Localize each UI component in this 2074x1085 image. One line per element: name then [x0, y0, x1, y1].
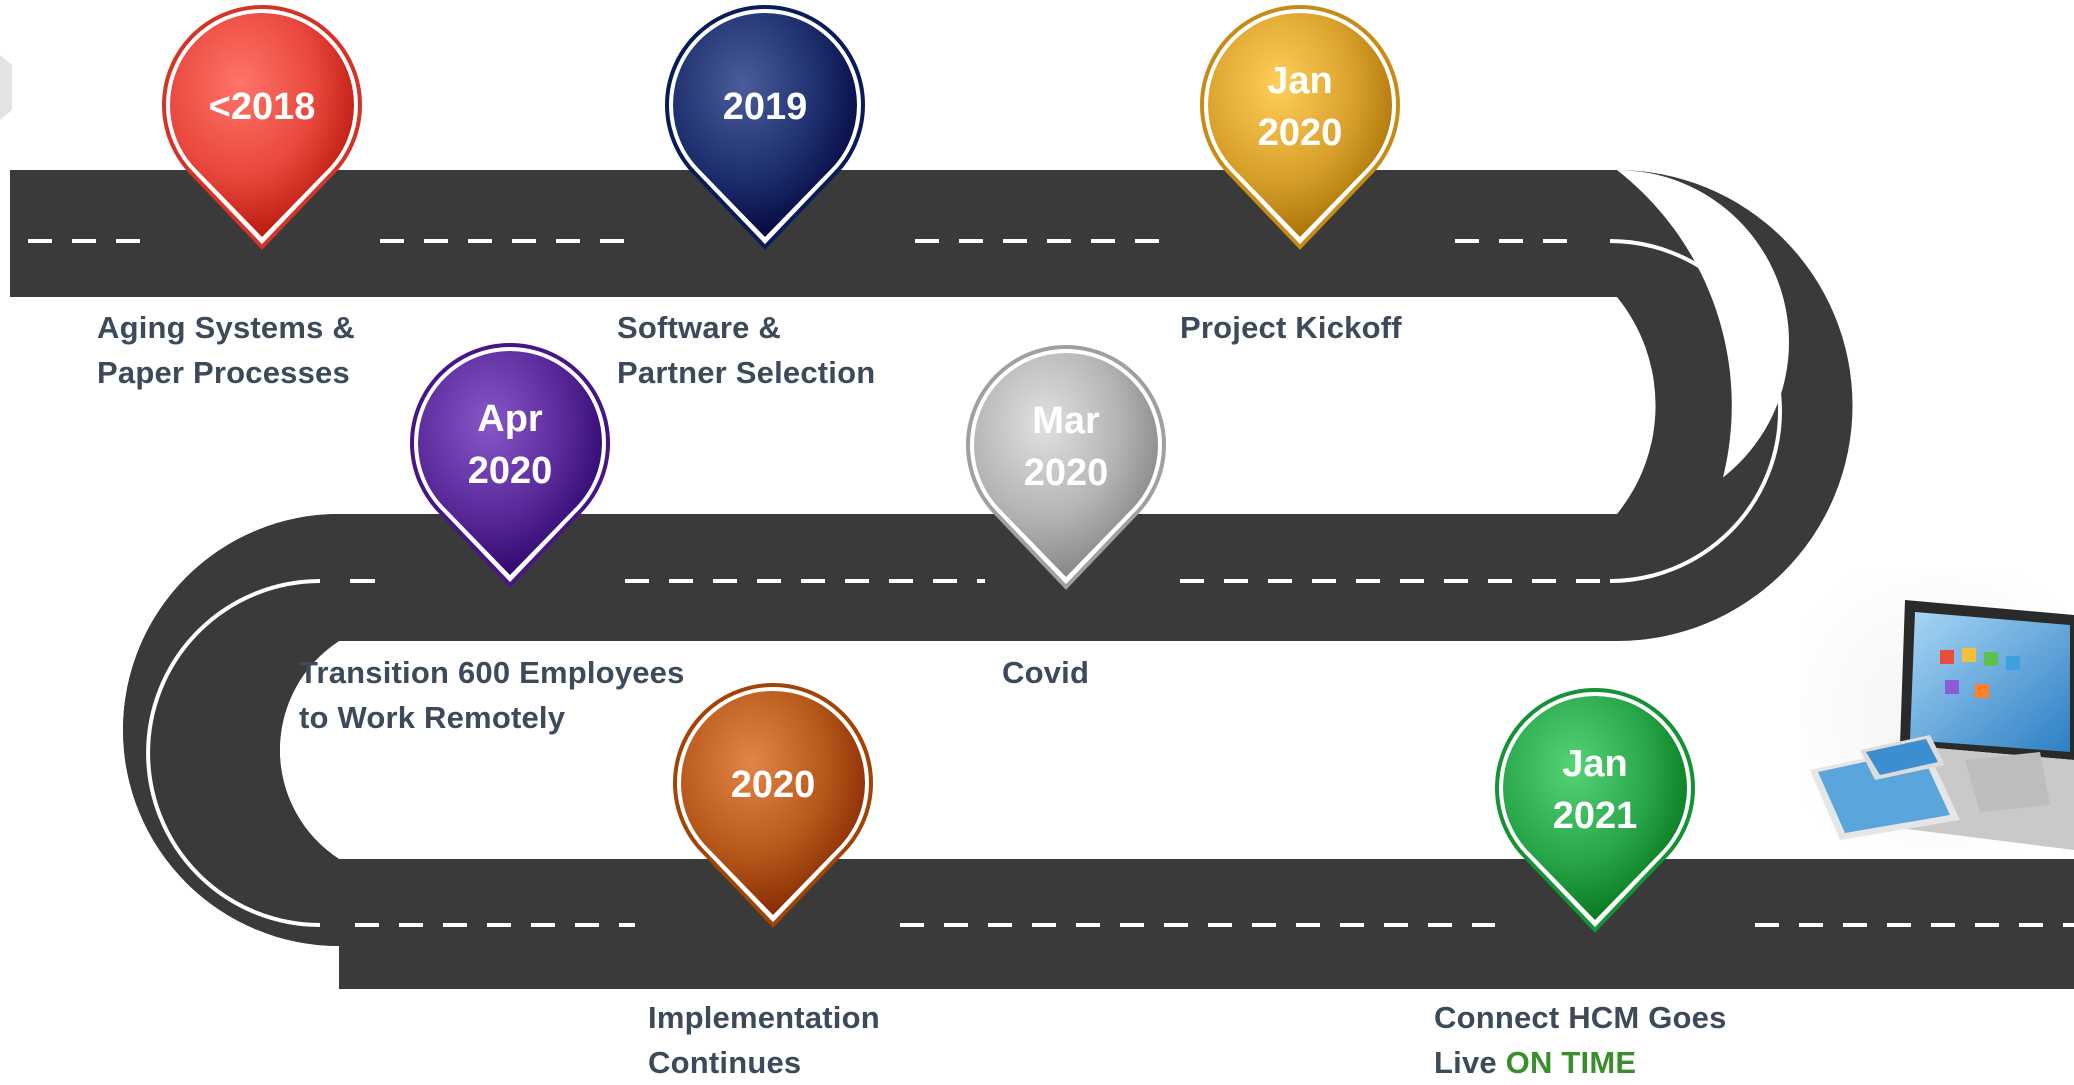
milestone-label-line: Paper Processes [97, 355, 350, 390]
milestone-label-line: Transition 600 Employees [299, 655, 685, 690]
milestone-date: 2019 [723, 86, 808, 128]
milestone-pin-m2018: <2018 [162, 5, 362, 250]
on-time-highlight: ON TIME [1505, 1045, 1637, 1080]
map-pin-body [1208, 12, 1393, 237]
milestone-label-line: Software & [617, 310, 781, 345]
map-pin-body [673, 13, 858, 238]
map-pin-body [170, 13, 354, 238]
milestone-pin-mapr2020: Apr 2020 [410, 343, 610, 588]
milestone-pin-mjan2021: Jan 2021 [1495, 688, 1695, 933]
milestone-label-line: Continues [648, 1045, 802, 1080]
milestone-date: 2021 [1553, 795, 1638, 837]
milestone-label-line: Aging Systems & [97, 310, 355, 345]
milestone-pin-mmar2020: Mar 2020 [966, 345, 1166, 590]
laptop-tablet-phone-icon [1800, 575, 2074, 850]
milestone-label-m2019: Software & Partner Selection [617, 305, 875, 395]
milestone-date: 2020 [731, 764, 816, 806]
milestone-label-mapr2020: Transition 600 Employees to Work Remotely [299, 650, 685, 740]
milestone-label-line: to Work Remotely [299, 700, 566, 735]
milestone-label-line: Covid [1002, 655, 1090, 690]
milestone-date: Jan [1562, 743, 1627, 785]
milestone-pin-m2020: 2020 [673, 683, 873, 928]
milestone-label-mjan2020: Project Kickoff [1180, 305, 1402, 350]
milestone-date: Apr [477, 398, 543, 440]
milestone-date: <2018 [209, 86, 316, 128]
milestone-date: Jan [1267, 60, 1332, 102]
milestone-pin-m2019: 2019 [665, 5, 865, 250]
milestone-label-line: Implementation [648, 1000, 880, 1035]
milestone-date: 2020 [1024, 452, 1109, 494]
milestone-date: 2020 [468, 450, 553, 492]
milestone-label-mmar2020: Covid [1002, 650, 1089, 695]
milestone-pin-mjan2020: Jan 2020 [1200, 5, 1400, 250]
milestone-date: 2020 [1258, 112, 1343, 154]
milestone-label-line: Project Kickoff [1180, 310, 1402, 345]
map-pin-body [681, 691, 866, 915]
milestone-date: Mar [1032, 400, 1100, 442]
lane-markings [28, 239, 2074, 927]
map-pin-body [1503, 695, 1687, 920]
chevron-fragment [0, 55, 12, 120]
milestone-label-m2018: Aging Systems & Paper Processes [97, 305, 355, 395]
milestone-label-line: Live ON TIME [1434, 1045, 1637, 1080]
map-pin-body [418, 351, 603, 575]
milestone-label-line: Connect HCM Goes [1434, 1000, 1727, 1035]
map-pin-body [973, 352, 1158, 577]
milestone-label-line: Partner Selection [617, 355, 876, 390]
